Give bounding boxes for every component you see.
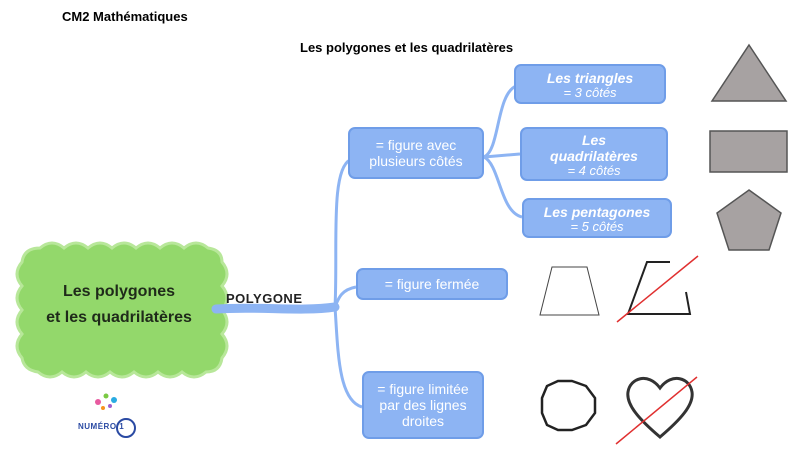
branch-text: plusieurs côtés	[369, 153, 463, 169]
sub-branch-title: Les triangles	[546, 69, 634, 86]
branch-text: = figure fermée	[384, 276, 480, 292]
sub-branch-title: Les	[581, 131, 607, 148]
branch-text: = figure avec	[375, 137, 457, 153]
triangle-shape	[710, 43, 788, 102]
sub-branch-detail: = 5 côtés	[570, 218, 624, 234]
rectangle-shape	[709, 130, 788, 173]
sub-branch-detail: = 4 côtés	[567, 162, 621, 178]
pentagon-shape	[716, 189, 782, 251]
decagon-shape	[540, 379, 597, 432]
branch-plusieurs-cotes: = figure avec plusieurs côtés	[348, 127, 484, 179]
branch-lignes-droites: = figure limitée par des lignes droites	[362, 371, 484, 439]
branch-text: par des lignes	[379, 397, 467, 413]
sub-branch-triangles: Les triangles = 3 côtés	[514, 64, 666, 104]
logo-text: NUMÉRO 1	[78, 422, 125, 431]
sub-branch-quadrilateres: Les quadrilatères = 4 côtés	[520, 127, 668, 181]
sub-branch-title: Les pentagones	[543, 203, 651, 220]
trapezoid-shape	[539, 266, 600, 316]
central-topic: Les polygones et les quadrilatères	[22, 245, 216, 365]
open-trapezoid-crossed-icon	[616, 255, 699, 323]
central-cloud	[15, 241, 229, 379]
heart-crossed-icon	[615, 376, 698, 445]
numero1-logo	[95, 393, 136, 438]
page-subtitle: Les polygones et les quadrilatères	[300, 40, 514, 55]
sub-branch-detail: = 3 côtés	[563, 84, 617, 100]
branch-text: = figure limitée	[377, 381, 469, 397]
branch-label: POLYGONE	[226, 291, 303, 306]
sub-branch-pentagones: Les pentagones = 5 côtés	[522, 198, 672, 238]
branch-text: droites	[401, 413, 445, 429]
branch-figure-fermee: = figure fermée	[356, 268, 508, 300]
page-title: CM2 Mathématiques	[62, 9, 188, 24]
central-topic-line1: Les polygones	[62, 283, 176, 300]
sub-branch-title: quadrilatères	[550, 147, 638, 164]
central-topic-line2: et les quadrilatères	[46, 309, 192, 326]
